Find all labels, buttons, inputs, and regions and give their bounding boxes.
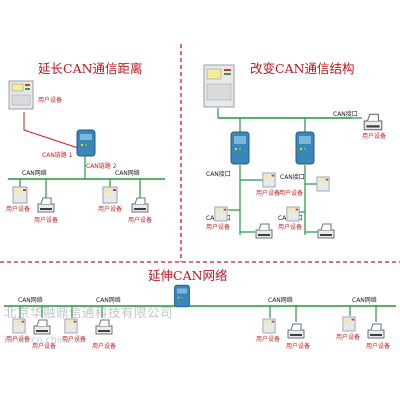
printer-icon [95,319,113,335]
printer-icon [255,223,273,239]
user-device-label: 用户设备 [279,190,304,197]
can-network-label: CAN网络 [96,297,121,304]
printer-icon [131,197,149,213]
user-device-panel-icon [262,172,276,188]
title-extend-network: 延伸CAN网络 [148,268,228,283]
printer-icon [37,197,55,213]
can-network-label: CAN网络 [18,297,43,304]
title-extend-distance: 延长CAN通信距离 [38,61,143,76]
can-network-label: CAN网络 [22,170,47,177]
user-device-label: 用户设备 [128,217,153,224]
can-module-icon [76,129,96,157]
user-device-label: 用户设备 [38,97,63,104]
user-device-panel-icon [12,318,26,334]
user-device-panel-icon [342,316,356,332]
title-change-structure: 改变CAN通信结构 [250,61,355,76]
user-device-panel-icon [316,176,330,192]
user-device-panel-icon [286,206,300,222]
can-module-icon [174,284,190,308]
user-device-panel-icon [214,206,228,222]
user-device-label: 用户设备 [286,343,311,350]
user-device-panel-icon [8,80,34,110]
user-device-panel-icon [12,186,28,204]
user-device-label: 用户设备 [32,343,57,350]
user-device-panel-icon [262,318,276,334]
user-device-label: 用户设备 [256,190,281,197]
can-interface-label: CAN接口 [333,111,358,118]
user-device-label: 用户设备 [6,206,31,213]
user-device-label: 用户设备 [256,336,281,343]
watermark-url: hinet.cn.china.cn [4,335,86,346]
user-device-label: 用户设备 [92,343,117,350]
can-module-icon [230,131,250,165]
can-link-1-label: CAN链路 1 [42,152,73,159]
user-device-panel-icon [203,64,235,108]
watermark-text: 北京华融鼎信通科技有限公司 [4,305,174,320]
printer-icon [363,113,383,131]
user-device-panel-icon [102,186,118,204]
user-device-label: 用户设备 [62,336,87,343]
user-device-label: 用户设备 [206,224,231,231]
user-device-label: 用户设备 [98,206,123,213]
user-device-label: 用户设备 [6,336,31,343]
printer-icon [367,323,385,339]
user-device-label: 用户设备 [362,133,387,140]
can-network-label: CAN网络 [268,297,293,304]
user-device-panel-icon [64,318,78,334]
can-interface-label: CAN接口 [280,174,305,181]
user-device-label: 用户设备 [366,343,391,350]
printer-icon [287,323,305,339]
can-module-icon [295,131,315,165]
can-network-label: CAN网络 [352,297,377,304]
user-device-label: 用户设备 [336,334,361,341]
can-interface-label: CAN接口 [206,171,231,178]
printer-icon [33,319,51,335]
user-device-label: 用户设备 [278,224,303,231]
link1-cable [23,112,85,151]
can-link-2-label: CAN链路 2 [86,163,117,170]
user-device-label: 用户设备 [34,217,59,224]
printer-icon [317,223,335,239]
can-network-label: CAN网络 [115,170,140,177]
